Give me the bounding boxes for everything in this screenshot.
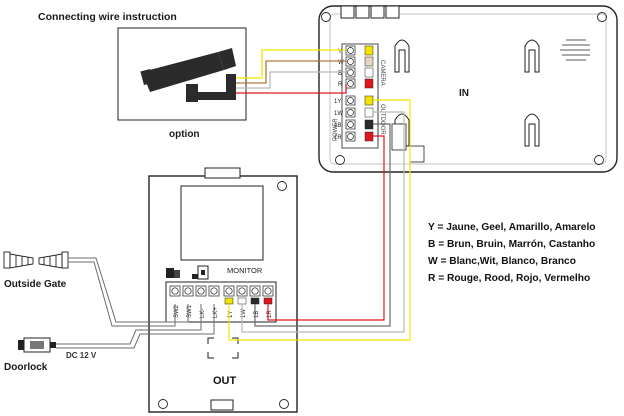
legend-white: W = Blanc,Wit, Blanco, Branco [428,256,576,267]
out-terminal-label-lk-plus: LK+ [213,307,219,318]
in-terminal-label-r: R [338,82,343,88]
legend-red: R = Rouge, Rood, Rojo, Vermelho [428,273,590,284]
diagram-title: Connecting wire instruction [38,11,177,23]
gate-icon [166,268,180,278]
in-terminal-label-y: Y [338,49,342,55]
lock-icon [192,265,209,280]
color-legend: Y = Jaune, Geel, Amarillo, Amarelo B = B… [428,222,596,284]
in-terminal-label-1w: 1W [334,111,343,117]
camera-option-box: option [117,27,247,140]
doorlock-wires [56,304,215,349]
out-terminal-label-sw2: SW2 [174,304,180,318]
outdoor-group-label: OUTDOOR [379,104,385,135]
in-terminal-label-b: B [338,71,342,77]
in-terminal-label-1y: 1Y [334,99,341,105]
legend-yellow: Y = Jaune, Geel, Amarillo, Amarelo [428,222,596,233]
speaker-grille-icon [560,39,590,61]
out-terminal-label-1w: 1W [241,309,247,318]
out-unit: MONITOR SW2 SW1 LK- LK+ 1Y 1W 1B 1R [148,167,298,413]
doorlock-label: Doorlock [4,362,48,373]
in-terminal-label-1r: 1R [334,135,342,141]
screw-icon [321,12,331,22]
in-terminal-label-1b: 1B [334,123,341,129]
camera-icon [140,48,236,102]
power-jack-icon [391,123,407,151]
call-button-icon [207,337,239,359]
gate-wires [68,257,189,327]
screw-icon [594,155,604,165]
outside-gate-icon [3,251,69,269]
out-terminal-label-1r: 1R [267,310,273,318]
monitor-label: MONITOR [227,266,263,275]
dc-voltage-label: DC 12 V [66,351,97,360]
screw-icon [158,399,168,409]
screw-icon [279,399,289,409]
out-terminal-label-sw1: SW1 [187,304,193,318]
out-unit-label: OUT [213,375,237,387]
power-label: POWER [333,118,339,141]
screw-icon [335,155,345,165]
doorlock-icon [18,337,56,353]
screw-icon [597,12,607,22]
in-unit: IN Y W B R 1Y 1W 1B 1R [318,5,618,173]
out-terminal-label-1b: 1B [254,311,260,318]
outdoor-wires [228,99,411,341]
screw-icon [277,181,287,191]
outside-gate-label: Outside Gate [4,279,67,290]
out-terminal-label-1y: 1Y [228,311,234,318]
camera-group-label: CAMERA [379,60,385,86]
out-terminal-label-lk-minus: LK- [200,309,206,318]
camera-option-label: option [169,129,200,140]
out-camera-window [180,185,264,261]
in-terminal-label-w: W [338,60,344,66]
legend-brown: B = Brun, Bruin, Marrón, Castanho [428,239,595,250]
camera-wires [236,49,347,94]
in-unit-label: IN [459,88,469,99]
